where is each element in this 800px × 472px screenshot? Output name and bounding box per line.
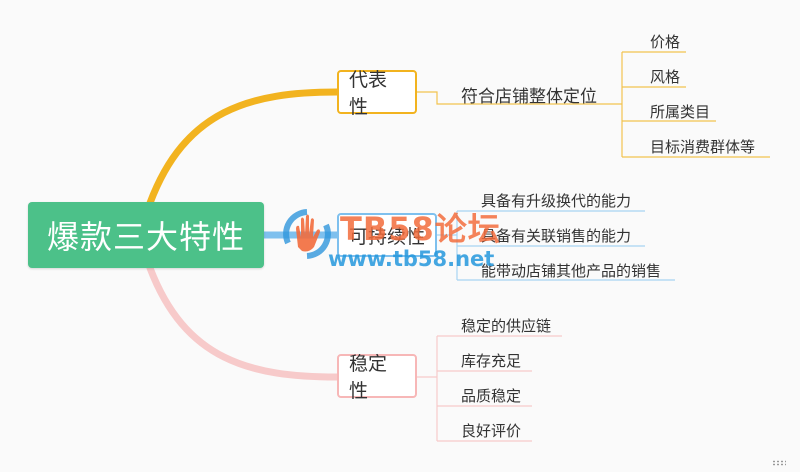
node-brand-positioning[interactable]: 符合店铺整体定位 xyxy=(461,87,597,107)
branch-sustainable[interactable]: 可持续性 xyxy=(337,213,437,257)
leaf-category[interactable]: 所属类目 xyxy=(650,103,711,121)
leaf-upgrade-ability[interactable]: 具备有升级换代的能力 xyxy=(481,192,632,210)
connector-b2-leaves xyxy=(437,211,458,280)
leaf-stable-supply[interactable]: 稳定的供应链 xyxy=(461,317,552,335)
branch-representative[interactable]: 代表性 xyxy=(337,69,417,118)
connector-stable xyxy=(146,264,341,381)
leaf-good-reviews[interactable]: 良好评价 xyxy=(461,422,522,440)
leaf-style[interactable]: 风格 xyxy=(650,68,681,86)
leaf-price[interactable]: 价格 xyxy=(650,33,681,51)
leaf-drive-store-sales[interactable]: 能带动店铺其他产品的销售 xyxy=(481,262,662,280)
leaf-related-sales[interactable]: 具备有关联销售的能力 xyxy=(481,227,632,245)
branch-stable[interactable]: 稳定性 xyxy=(337,353,417,402)
connector-b1-child xyxy=(417,91,607,105)
connector-representative xyxy=(146,88,341,207)
connector-b3-leaves xyxy=(417,336,438,441)
leaf-target-consumers[interactable]: 目标消费群体等 xyxy=(650,138,756,156)
resize-grip-icon xyxy=(772,460,786,466)
leaf-sufficient-stock[interactable]: 库存充足 xyxy=(461,352,522,370)
leaf-stable-quality[interactable]: 品质稳定 xyxy=(461,387,522,405)
root-node[interactable]: 爆款三大特性 xyxy=(28,202,264,268)
connector-b1-leaves xyxy=(607,52,623,157)
